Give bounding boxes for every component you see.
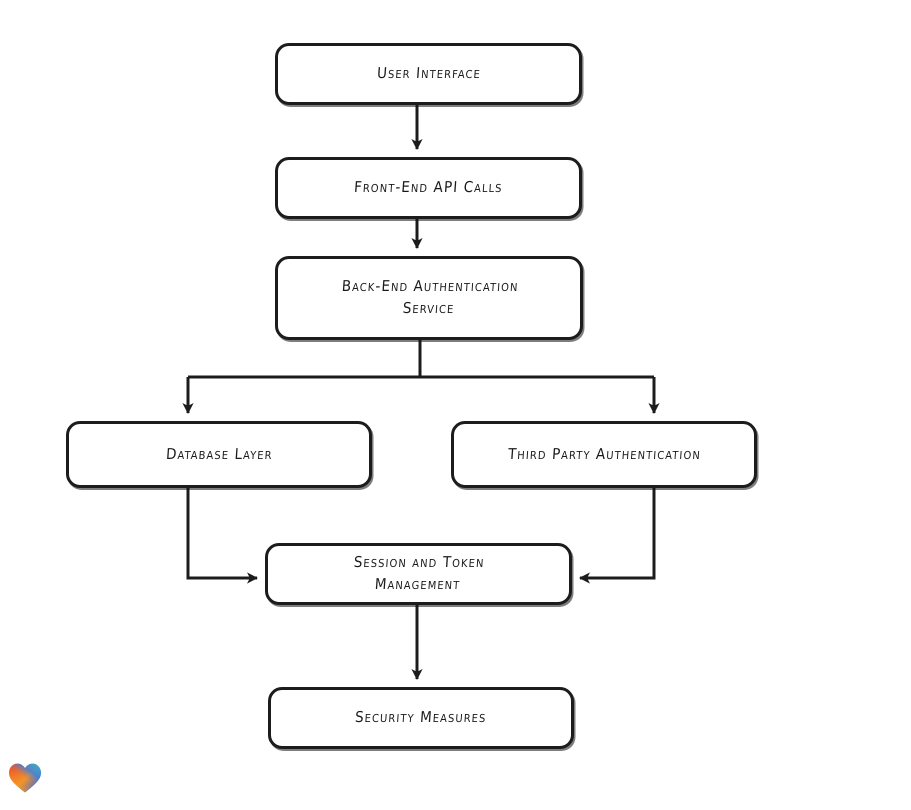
node-back-end-authentication-service[interactable]: Back-End Authentication Service	[275, 256, 583, 340]
node-user-interface[interactable]: User Interface	[275, 43, 582, 105]
node-session-and-token-management[interactable]: Session and Token Management	[265, 543, 572, 605]
node-third-party-authentication[interactable]: Third Party Authentication	[451, 421, 757, 488]
edge-database-to-session	[186, 488, 258, 584]
node-label-back-end-authentication-service: Back-End Authentication Service	[340, 277, 519, 317]
node-label-third-party-authentication: Third Party Authentication	[506, 444, 702, 463]
node-label-front-end-api-calls: Front-End API Calls	[353, 178, 504, 197]
heart-icon	[9, 763, 41, 793]
node-front-end-api-calls[interactable]: Front-End API Calls	[275, 157, 582, 219]
node-label-session-and-token-management: Session and Token Management	[353, 553, 486, 593]
node-label-database-layer: Database Layer	[165, 444, 274, 463]
node-label-user-interface: User Interface	[375, 64, 482, 83]
node-database-layer[interactable]: Database Layer	[66, 421, 372, 488]
node-security-measures[interactable]: Security Measures	[268, 687, 574, 749]
edge-thirdparty-to-session	[579, 488, 656, 584]
node-label-security-measures: Security Measures	[354, 708, 488, 727]
